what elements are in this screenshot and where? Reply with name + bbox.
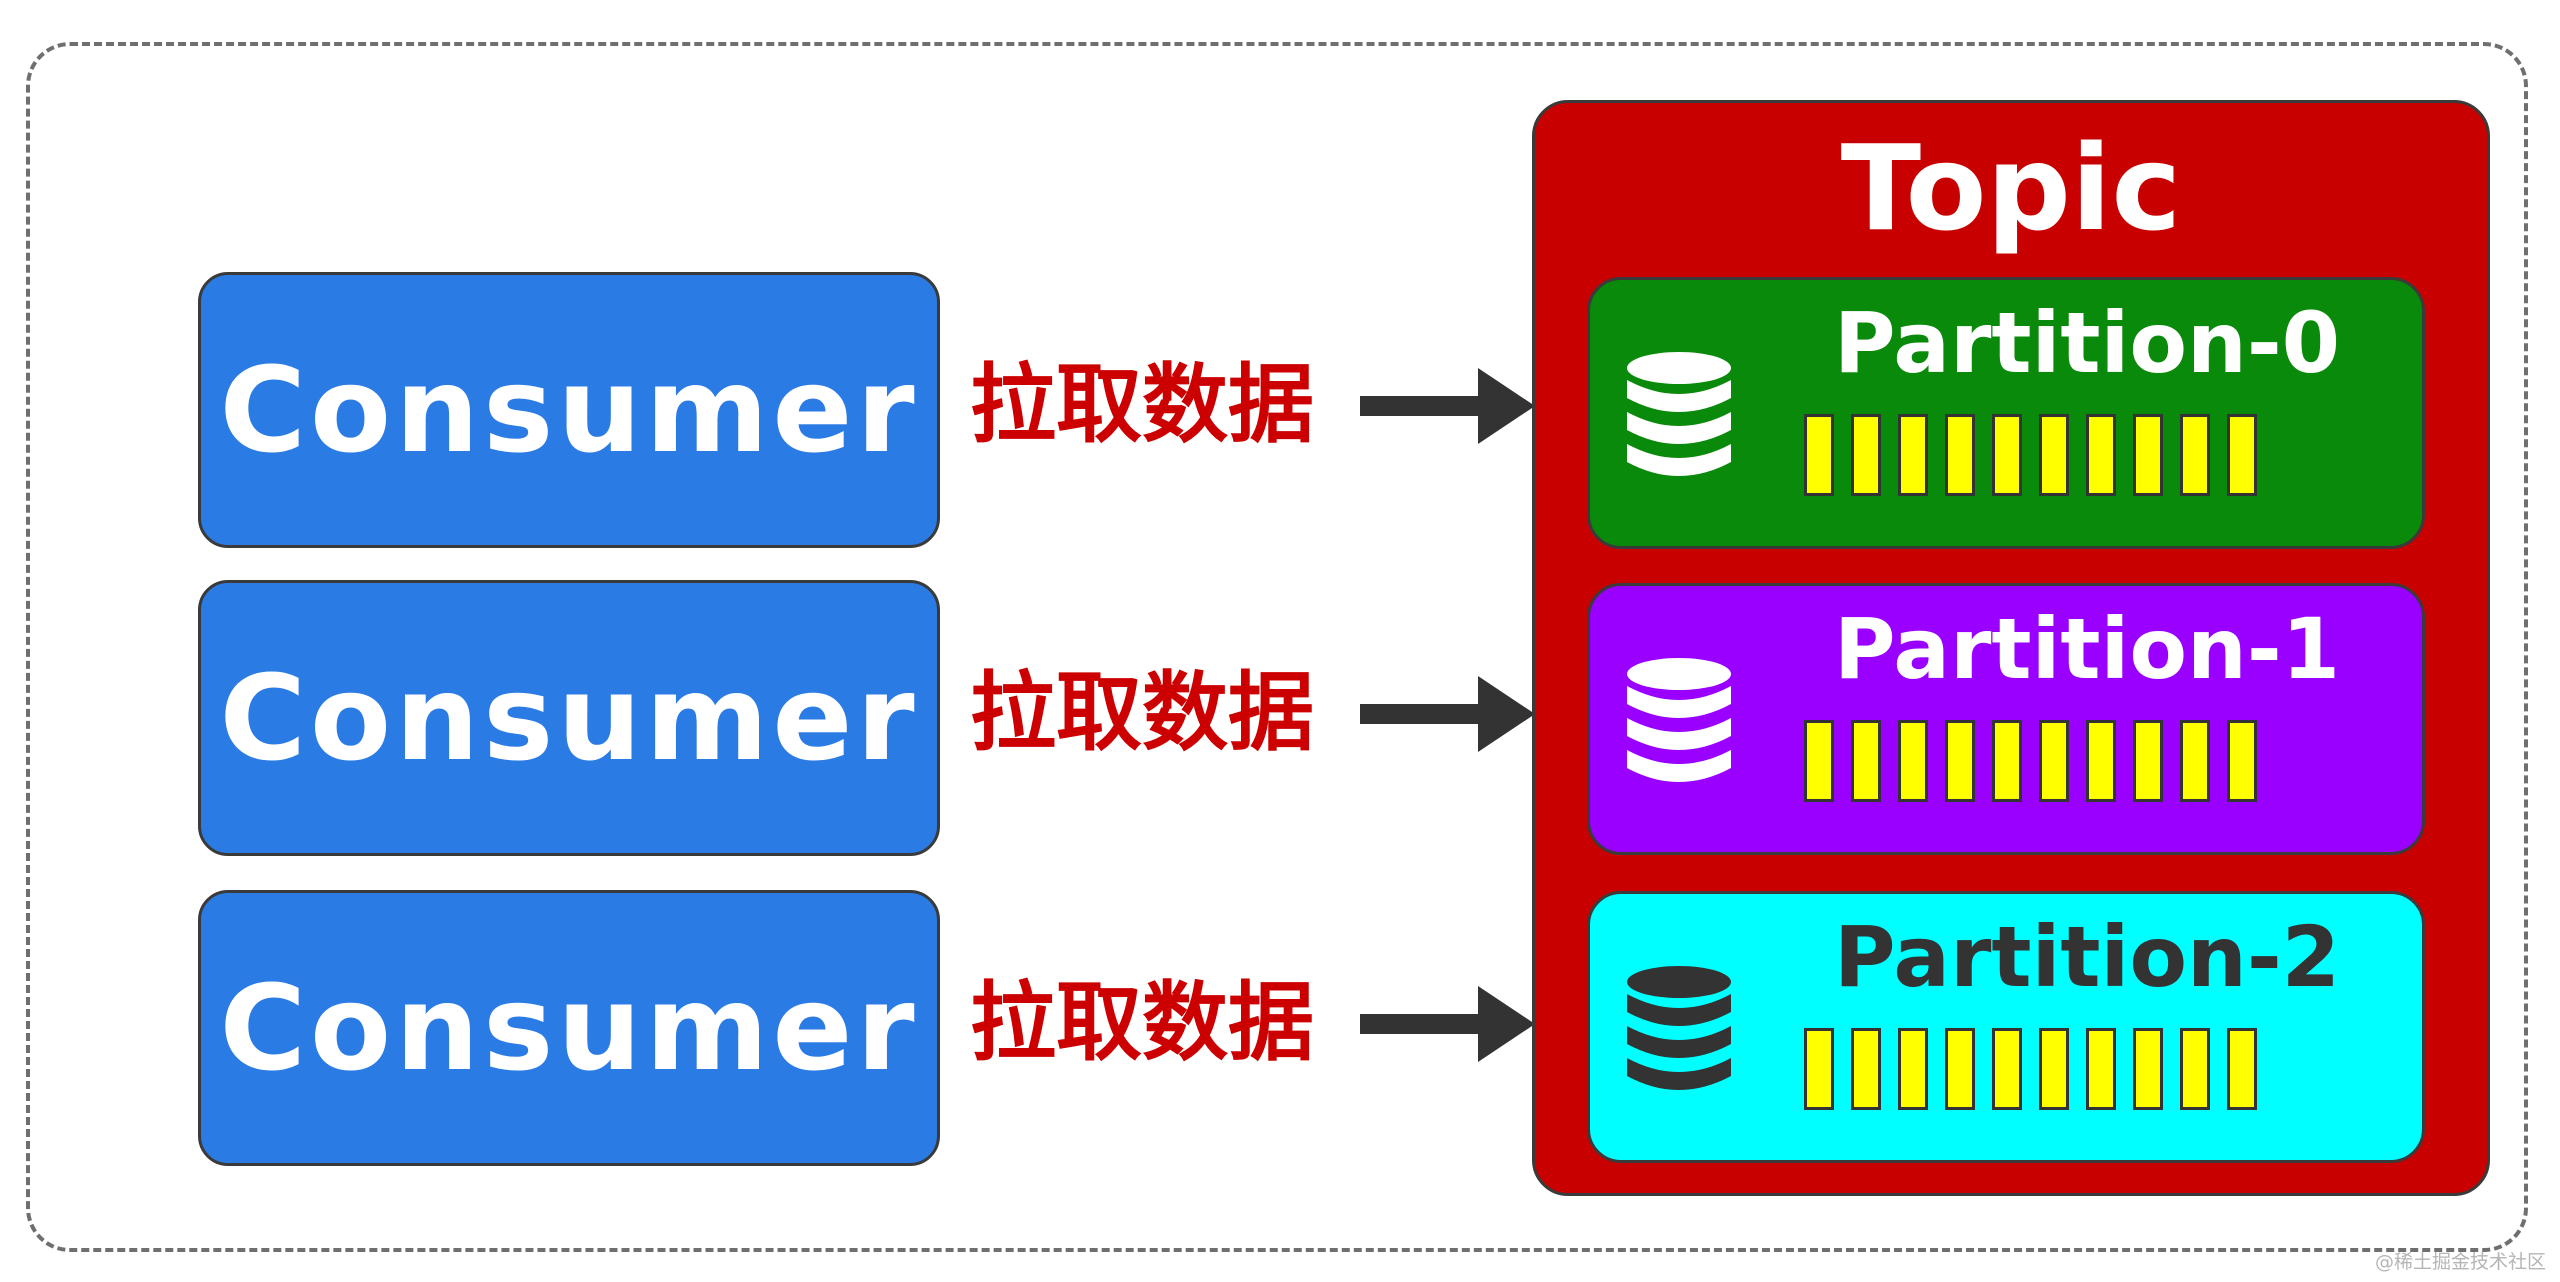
message-block <box>1992 1028 2022 1110</box>
consumer-label: Consumer <box>219 341 919 479</box>
message-block <box>1804 720 1834 802</box>
message-queue <box>1804 1028 2257 1110</box>
partition-0: Partition-0 <box>1587 277 2425 549</box>
message-block <box>1992 720 2022 802</box>
message-block <box>1851 720 1881 802</box>
message-block <box>2227 720 2257 802</box>
message-block <box>2227 1028 2257 1110</box>
message-block <box>1945 414 1975 496</box>
message-block <box>1945 1028 1975 1110</box>
message-block <box>2180 414 2210 496</box>
partition-title: Partition-1 <box>1834 600 2341 698</box>
pull-data-label-2: 拉取数据 <box>970 663 1314 763</box>
message-block <box>2180 1028 2210 1110</box>
message-block <box>2039 1028 2069 1110</box>
message-block <box>1804 1028 1834 1110</box>
consumer-box-1: Consumer <box>198 272 940 548</box>
topic-title: Topic <box>1840 119 2182 257</box>
message-block <box>1851 1028 1881 1110</box>
message-block <box>2180 720 2210 802</box>
database-icon <box>1627 658 1731 782</box>
pull-data-label-3: 拉取数据 <box>970 973 1314 1073</box>
message-block <box>1898 720 1928 802</box>
message-block <box>1945 720 1975 802</box>
message-block <box>2133 720 2163 802</box>
message-block <box>2086 720 2116 802</box>
consumer-box-3: Consumer <box>198 890 940 1166</box>
diagram-frame <box>26 42 2528 1252</box>
message-block <box>1851 414 1881 496</box>
partition-title: Partition-0 <box>1834 294 2341 392</box>
consumer-label: Consumer <box>219 649 919 787</box>
partition-1: Partition-1 <box>1587 583 2425 855</box>
consumer-label: Consumer <box>219 959 919 1097</box>
database-icon <box>1627 352 1731 476</box>
partition-title: Partition-2 <box>1834 908 2341 1006</box>
message-block <box>1992 414 2022 496</box>
arrow-right-icon <box>1360 986 1535 1062</box>
message-block <box>2133 414 2163 496</box>
message-block <box>2227 414 2257 496</box>
partition-2: Partition-2 <box>1587 891 2425 1163</box>
message-queue <box>1804 720 2257 802</box>
message-block <box>2039 720 2069 802</box>
message-block <box>1898 1028 1928 1110</box>
arrow-right-icon <box>1360 676 1535 752</box>
watermark: @稀土掘金技术社区 <box>2374 1251 2546 1273</box>
message-queue <box>1804 414 2257 496</box>
consumer-box-2: Consumer <box>198 580 940 856</box>
message-block <box>2133 1028 2163 1110</box>
pull-data-label-1: 拉取数据 <box>970 355 1314 455</box>
database-icon <box>1627 966 1731 1090</box>
message-block <box>1898 414 1928 496</box>
message-block <box>2039 414 2069 496</box>
message-block <box>2086 414 2116 496</box>
message-block <box>1804 414 1834 496</box>
message-block <box>2086 1028 2116 1110</box>
arrow-right-icon <box>1360 368 1535 444</box>
topic-container: Topic Partition-0 Partition-1 <box>1532 100 2490 1196</box>
